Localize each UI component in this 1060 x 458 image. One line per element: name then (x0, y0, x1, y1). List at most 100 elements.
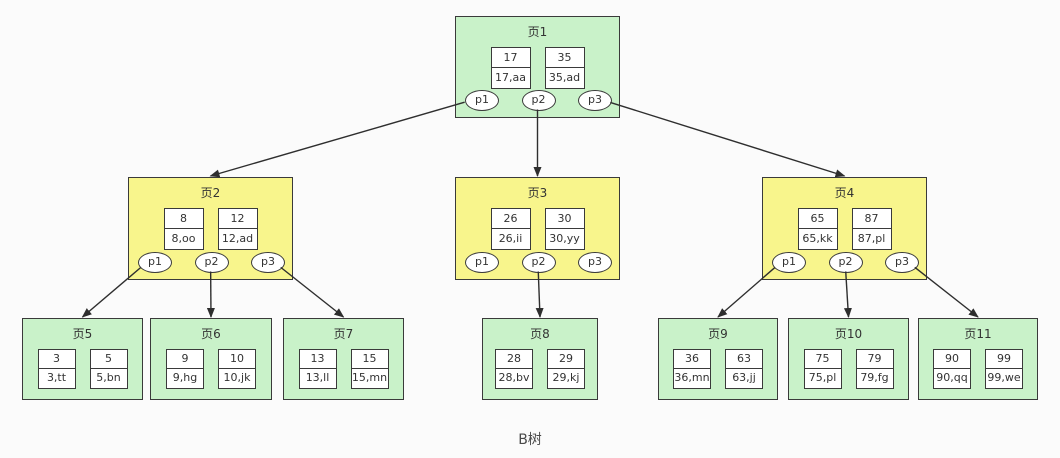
record-value: 87,pl (857, 232, 886, 245)
record-cell: 26 26,ii (490, 208, 531, 250)
record-key: 87 (852, 209, 891, 229)
record-cell: 12 12,ad (217, 208, 258, 250)
record-cells: 90 90,qq 99 99,we (919, 349, 1037, 389)
record-cell: 87 87,pl (851, 208, 892, 250)
pointer-p2: p2 (521, 252, 556, 273)
record-cell: 35 35,ad (544, 47, 585, 89)
record-key: 17 (491, 48, 530, 68)
tree-node-page5: 页5 3 3,tt 5 5,bn (22, 318, 143, 400)
node-title: 页6 (201, 327, 221, 341)
diagram-caption: B树 (518, 432, 542, 448)
record-key: 99 (986, 350, 1022, 369)
record-value: 65,kk (802, 232, 833, 245)
record-key: 35 (545, 48, 584, 68)
edge-arrow (209, 101, 465, 178)
record-key: 65 (798, 209, 837, 229)
record-cell: 3 3,tt (37, 349, 76, 389)
record-value: 99,we (987, 371, 1021, 384)
record-value: 8,oo (171, 232, 196, 245)
record-key: 3 (38, 350, 75, 369)
node-title: 页3 (527, 186, 548, 200)
record-cell: 9 9,hg (166, 349, 204, 389)
record-cell: 29 29,kj (547, 349, 585, 389)
record-value: 63,jj (732, 371, 756, 384)
record-key: 28 (496, 350, 532, 369)
record-key: 26 (491, 209, 530, 229)
node-title: 页8 (530, 327, 550, 341)
record-value: 75,pl (808, 371, 837, 384)
record-cell: 5 5,bn (89, 349, 128, 389)
record-value: 15,mn (351, 371, 388, 384)
record-value: 17,aa (495, 71, 526, 84)
record-value: 3,tt (46, 371, 67, 384)
node-title: 页10 (834, 327, 863, 341)
tree-node-page3: 页3 26 26,ii 30 30,yy p1 p2 p3 (455, 177, 620, 280)
record-key: 79 (856, 350, 893, 369)
record-value: 36,mn (674, 371, 710, 384)
record-cell: 15 15,mn (350, 349, 389, 389)
tree-node-page4: 页4 65 65,kk 87 87,pl p1 p2 p3 (762, 177, 927, 280)
record-key: 30 (545, 209, 584, 229)
node-title: 页1 (527, 25, 548, 39)
record-value: 12,ad (221, 232, 254, 245)
node-title: 页5 (72, 327, 93, 341)
record-value: 26,ii (498, 232, 523, 245)
node-title: 页9 (708, 327, 728, 341)
record-key: 29 (548, 350, 584, 369)
record-value: 35,ad (548, 71, 581, 84)
edge-arrow (610, 101, 846, 178)
record-key: 75 (804, 350, 841, 369)
pointer-p1: p1 (465, 90, 499, 111)
record-cell: 17 17,aa (490, 47, 531, 89)
record-value: 5,bn (96, 371, 121, 384)
record-cells: 26 26,ii 30 30,yy (456, 208, 619, 250)
node-title: 页4 (834, 186, 855, 200)
pointer-p1: p1 (772, 252, 806, 273)
record-cell: 75 75,pl (803, 349, 842, 389)
record-value: 29,kj (552, 371, 580, 384)
record-cell: 90 90,qq (933, 349, 971, 389)
record-cell: 30 30,yy (544, 208, 585, 250)
record-cells: 17 17,aa 35 35,ad (456, 47, 619, 89)
pointer-p3: p3 (251, 252, 285, 273)
record-key: 36 (674, 350, 710, 369)
record-cells: 65 65,kk 87 87,pl (763, 208, 926, 250)
node-title: 页2 (200, 186, 221, 200)
record-cells: 28 28,bv 29 29,kj (483, 349, 597, 389)
record-cell: 36 36,mn (673, 349, 711, 389)
record-key: 13 (299, 350, 336, 369)
pointer-p1: p1 (465, 252, 499, 273)
node-title: 页7 (333, 327, 354, 341)
record-value: 10,jk (223, 371, 251, 384)
pointer-p3: p3 (578, 252, 612, 273)
pointer-p3: p3 (578, 90, 612, 111)
record-value: 90,qq (936, 371, 968, 384)
pointer-p2: p2 (194, 252, 229, 273)
pointer-p3: p3 (885, 252, 919, 273)
record-key: 9 (167, 350, 203, 369)
record-value: 28,bv (498, 371, 530, 384)
record-key: 5 (90, 350, 127, 369)
record-value: 30,yy (549, 232, 580, 245)
pointer-p2: p2 (828, 252, 863, 273)
record-key: 15 (351, 350, 388, 369)
record-value: 9,hg (172, 371, 198, 384)
record-cell: 28 28,bv (495, 349, 533, 389)
record-key: 12 (218, 209, 257, 229)
record-key: 90 (934, 350, 970, 369)
